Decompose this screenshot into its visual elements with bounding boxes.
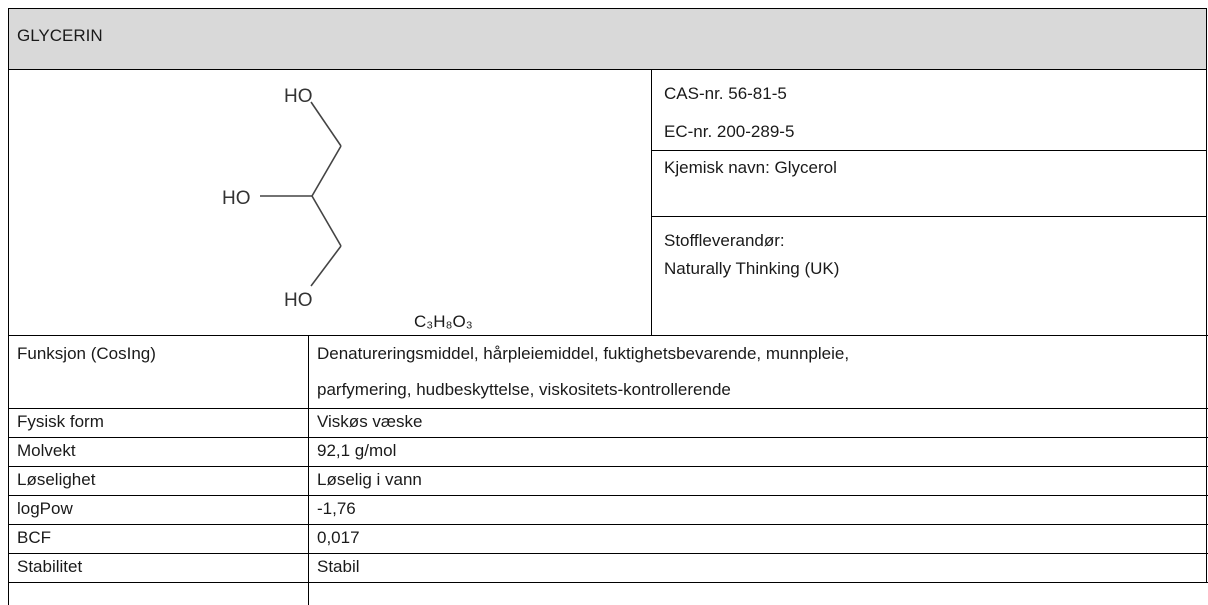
bond-lines [260, 101, 342, 287]
divider-molecule-ident [651, 70, 652, 336]
row-divider [8, 437, 1208, 438]
row-divider [8, 495, 1208, 496]
molecular-formula: C₃H₈O₃ [414, 312, 473, 331]
divider-top-props [8, 335, 1208, 336]
frame-right-props [1206, 335, 1207, 583]
divider-ec-name [651, 150, 1207, 151]
property-label: Funksjon (CosIng) [17, 344, 156, 363]
ho-label-bottom: HO [284, 290, 313, 310]
property-label: Løselighet [17, 470, 96, 489]
divider-props-columns [308, 335, 309, 605]
row-divider [8, 553, 1208, 554]
ho-label-middle: HO [222, 188, 251, 209]
property-value: Viskøs væske [317, 412, 423, 431]
divider-name-supplier [651, 216, 1207, 217]
property-label: Fysisk form [17, 412, 104, 431]
property-label: Molvekt [17, 441, 76, 460]
frame-left [8, 70, 9, 605]
chemical-name: Kjemisk navn: Glycerol [664, 158, 837, 177]
property-value: Løselig i vann [317, 470, 422, 489]
property-label: BCF [17, 528, 51, 547]
title-band [8, 8, 1207, 70]
property-label: logPow [17, 499, 73, 518]
row-divider [8, 466, 1208, 467]
property-value: 92,1 g/mol [317, 441, 397, 460]
supplier-label: Stoffleverandør: [664, 231, 785, 250]
property-value-line2: parfymering, hudbeskyttelse, viskositets… [317, 380, 731, 399]
page-title: GLYCERIN [17, 26, 103, 45]
property-value-line1: Denatureringsmiddel, hårpleiemiddel, fuk… [317, 344, 850, 363]
supplier-value: Naturally Thinking (UK) [664, 259, 840, 278]
row-divider [8, 582, 1208, 583]
row-divider [8, 524, 1208, 525]
ec-number: EC-nr. 200-289-5 [664, 122, 795, 141]
frame-right [1206, 70, 1207, 335]
property-label: Stabilitet [17, 557, 83, 576]
row-divider [8, 408, 1208, 409]
property-value: -1,76 [317, 499, 356, 518]
property-value: Stabil [317, 557, 360, 576]
glycerol-structure-diagram: HO HO HO [222, 86, 342, 310]
property-value: 0,017 [317, 528, 360, 547]
ho-label-top: HO [284, 86, 313, 107]
cas-number: CAS-nr. 56-81-5 [664, 84, 787, 103]
